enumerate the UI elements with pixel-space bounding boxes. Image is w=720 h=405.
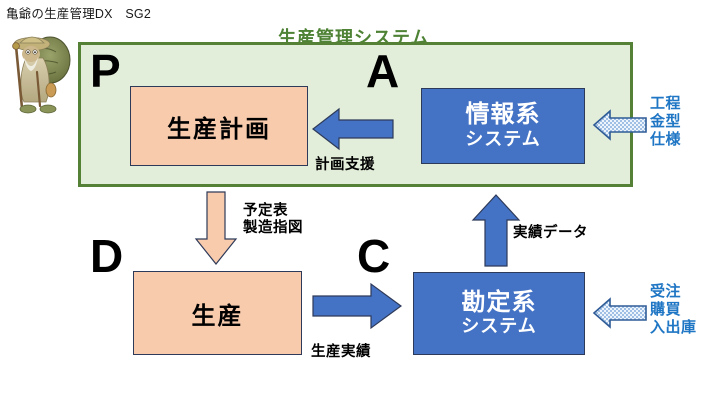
external-input-top-label: 工程 金型 仕様 xyxy=(650,95,681,149)
arrow-external-input-bottom xyxy=(592,297,647,329)
arrow-schedule-label-line1: 予定表 xyxy=(243,203,288,219)
external-input-top-line3: 仕様 xyxy=(650,131,682,148)
external-input-bottom-line2: 購買 xyxy=(650,301,682,318)
box-production: 生産 xyxy=(133,271,302,355)
box-information-system-line1: 情報系 xyxy=(465,101,541,129)
external-input-top-line1: 工程 xyxy=(650,95,682,112)
arrow-schedule-label-line2: 製造指図 xyxy=(243,220,303,237)
arrow-plan-support-label: 計画支援 xyxy=(315,157,375,173)
arrow-plan-support xyxy=(312,107,394,151)
box-production-plan-label: 生産計画 xyxy=(167,115,271,143)
arrow-actual-data-label: 実績データ xyxy=(513,225,588,241)
external-input-bottom-line1: 受注 xyxy=(650,283,682,300)
pdca-letter-c: C xyxy=(357,230,391,282)
pdca-letter-p: P xyxy=(90,45,121,97)
arrow-actual-data xyxy=(471,194,521,267)
box-accounting-system-line2: システム xyxy=(461,316,537,337)
external-input-top-line2: 金型 xyxy=(650,113,682,130)
box-production-plan: 生産計画 xyxy=(130,86,308,166)
box-accounting-system-line1: 勘定系 xyxy=(461,288,537,316)
pdca-letter-d: D xyxy=(90,230,124,282)
external-input-bottom-label: 受注 購買 入出庫 xyxy=(650,283,697,337)
box-information-system-line2: システム xyxy=(465,128,541,149)
box-accounting-system: 勘定系 システム xyxy=(413,272,585,355)
page-title: 亀爺の生産管理DX SG2 xyxy=(6,7,151,21)
pdca-letter-a: A xyxy=(366,45,400,97)
box-information-system: 情報系 システム xyxy=(421,88,585,164)
arrow-schedule xyxy=(194,191,238,265)
turtle-elder-icon xyxy=(12,36,71,114)
arrow-production-result-label: 生産実績 xyxy=(311,344,371,360)
arrow-production-result xyxy=(312,282,403,330)
box-production-label: 生産 xyxy=(191,302,244,330)
arrow-external-input-top xyxy=(592,109,647,141)
external-input-bottom-line3: 入出庫 xyxy=(650,319,697,336)
arrow-schedule-label: 予定表 製造指図 xyxy=(243,203,303,237)
